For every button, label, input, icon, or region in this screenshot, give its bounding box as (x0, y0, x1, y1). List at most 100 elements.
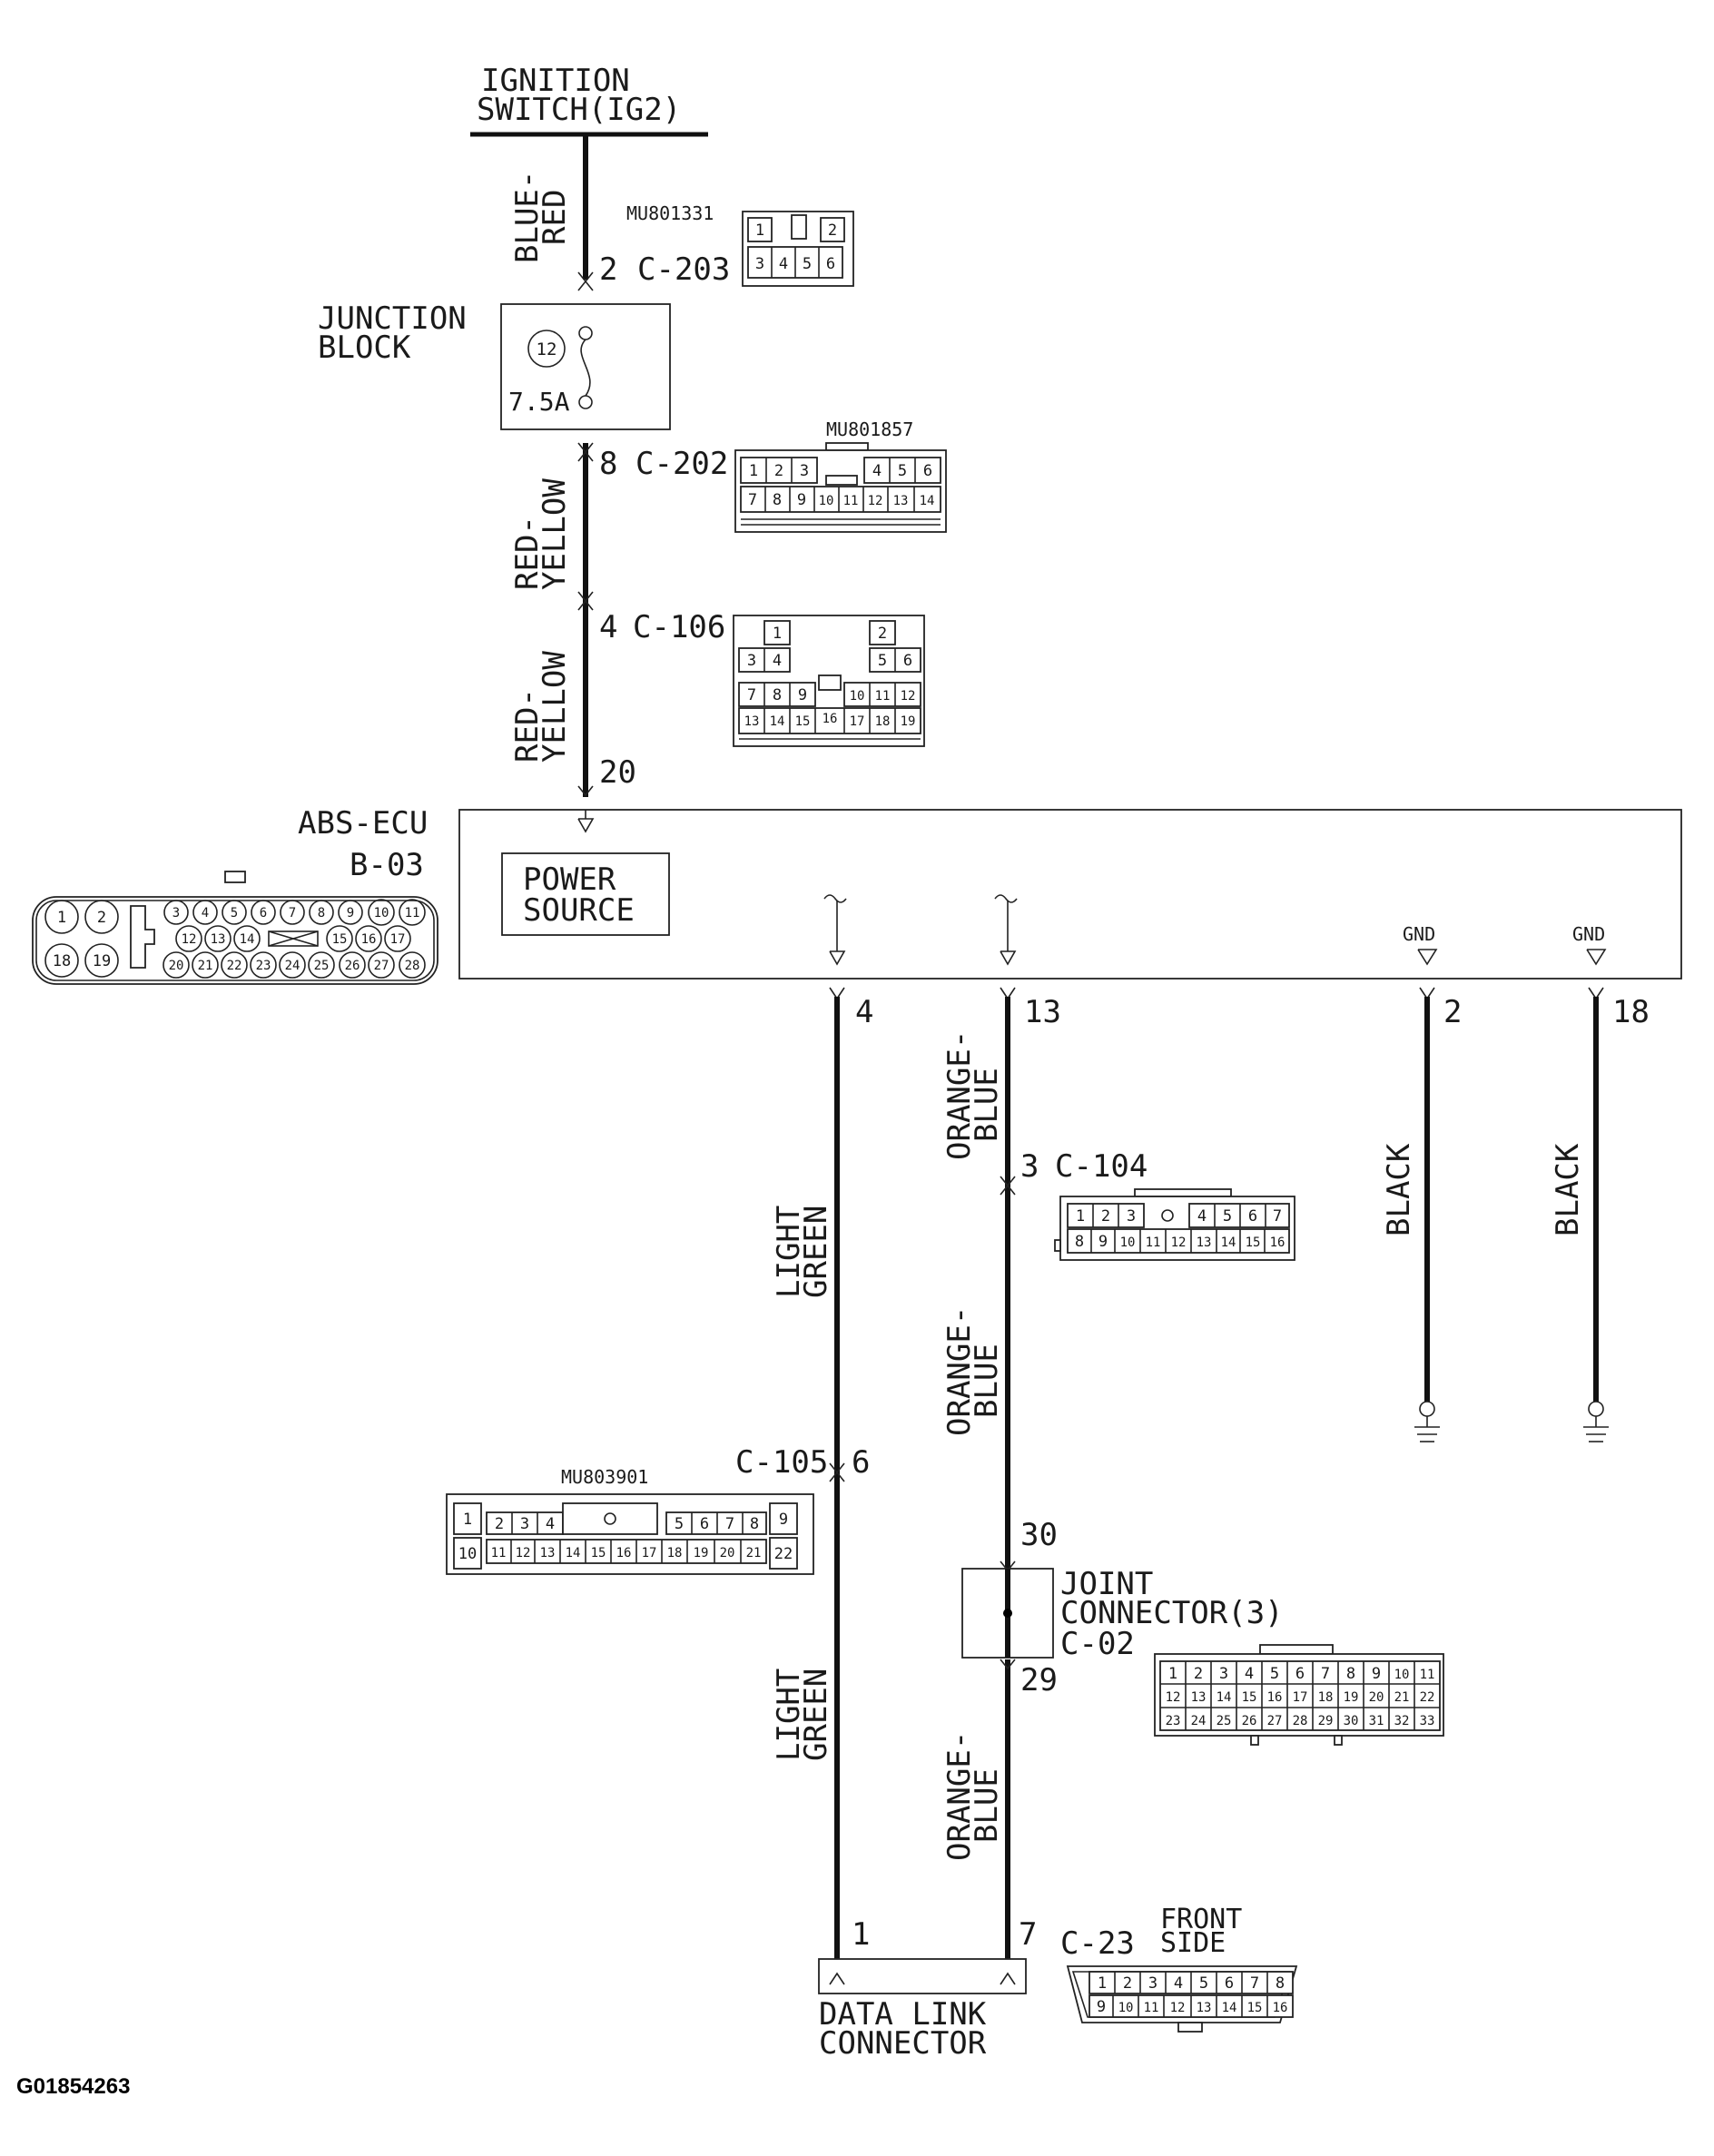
c104-id: C-104 (1055, 1148, 1148, 1185)
svg-text:15: 15 (591, 1546, 606, 1560)
power-wire (577, 134, 594, 797)
svg-text:3: 3 (172, 906, 180, 920)
c106-chevron (577, 591, 594, 611)
svg-text:4: 4 (202, 906, 209, 920)
svg-text:3: 3 (520, 1515, 529, 1533)
svg-text:27: 27 (1267, 1714, 1283, 1728)
svg-text:13: 13 (1197, 2001, 1212, 2015)
svg-text:24: 24 (1191, 1714, 1207, 1728)
joint-connector-c02: 30 JOINT CONNECTOR(3) C-02 29 1 2 3 4 5 … (961, 1517, 1444, 1746)
svg-text:12: 12 (1171, 1236, 1187, 1250)
svg-text:13: 13 (893, 494, 909, 508)
c203-pin: 2 (599, 251, 617, 288)
ecu-pin-gnd1: 2 (1443, 994, 1462, 1030)
c104-pin: 3 (1020, 1148, 1039, 1185)
ground-wire-1: 2 (1414, 987, 1462, 1442)
svg-text:28: 28 (1293, 1714, 1308, 1728)
wire-label-ob-4: BLUE (969, 1344, 1005, 1418)
svg-text:16: 16 (1270, 1236, 1286, 1250)
wire-label-lg-1: LIGHT (771, 1206, 807, 1298)
svg-text:12: 12 (868, 494, 883, 508)
svg-text:4: 4 (1245, 1665, 1254, 1683)
svg-text:10: 10 (374, 906, 389, 920)
svg-text:6: 6 (260, 906, 267, 920)
svg-text:19: 19 (901, 714, 916, 729)
c02-pin-out: 29 (1020, 1662, 1058, 1698)
svg-text:10: 10 (1120, 1236, 1136, 1250)
svg-text:24: 24 (285, 959, 300, 973)
svg-text:8: 8 (773, 491, 782, 509)
wire-label-ob-2: BLUE (969, 1068, 1005, 1142)
b03-row3-pins: 20 21 22 23 24 25 26 27 28 (163, 951, 426, 979)
connector-c104: 3 C-104 1 2 3 4 5 6 7 8 9 10 11 12 13 14… (1020, 1148, 1295, 1261)
svg-text:3: 3 (1127, 1207, 1136, 1226)
connector-c202: 8 C-202 MU801857 1 2 3 4 5 6 7 8 9 10 11 (599, 418, 947, 533)
svg-text:9: 9 (1097, 1998, 1106, 2016)
svg-text:9: 9 (1098, 1233, 1108, 1251)
c105-part-number: MU803901 (561, 1466, 648, 1488)
svg-text:3: 3 (747, 652, 756, 670)
svg-text:11: 11 (1144, 2001, 1159, 2015)
b03-row2-pins: 12 13 14 15 16 17 (175, 925, 411, 952)
svg-text:5: 5 (878, 652, 887, 670)
svg-text:14: 14 (1217, 1690, 1232, 1705)
junction-block: JUNCTION BLOCK 12 7.5A (318, 300, 671, 430)
c23-note-2: SIDE (1160, 1927, 1226, 1959)
svg-text:1: 1 (463, 1511, 472, 1529)
power-source-label-1: POWER (523, 861, 616, 898)
svg-text:33: 33 (1420, 1714, 1435, 1728)
svg-text:10: 10 (458, 1545, 477, 1563)
svg-text:11: 11 (491, 1546, 507, 1560)
ecu-connector-id: B-03 (350, 847, 424, 883)
svg-text:23: 23 (1166, 1714, 1181, 1728)
svg-text:5: 5 (1223, 1207, 1232, 1226)
svg-text:4: 4 (872, 462, 882, 480)
svg-text:7: 7 (1273, 1207, 1282, 1226)
svg-text:11: 11 (1146, 1236, 1161, 1250)
svg-text:15: 15 (1246, 1236, 1261, 1250)
c02-label-2: CONNECTOR(3) (1060, 1595, 1284, 1631)
svg-text:1: 1 (749, 462, 758, 480)
wire-label-red-yellow-3: RED- (509, 688, 546, 763)
svg-text:21: 21 (1394, 1690, 1410, 1705)
svg-text:13: 13 (1197, 1236, 1212, 1250)
ecu-pin-lg: 4 (855, 994, 873, 1030)
connector-c203: 2 C-203 MU801331 1 2 3 4 5 6 (599, 202, 854, 288)
svg-text:10: 10 (850, 689, 865, 704)
svg-text:12: 12 (516, 1546, 531, 1560)
wire-label-lg-4: GREEN (798, 1669, 834, 1761)
fuse-rating: 7.5A (508, 387, 570, 417)
wire-label-lg-2: GREEN (798, 1206, 834, 1298)
svg-text:7: 7 (725, 1515, 734, 1533)
svg-text:12: 12 (1170, 2001, 1186, 2015)
fuse-number-circle (527, 330, 566, 368)
svg-text:17: 17 (850, 714, 865, 729)
ground-wire-2: 18 (1583, 987, 1650, 1442)
svg-text:8: 8 (1075, 1233, 1084, 1251)
svg-text:10: 10 (819, 494, 834, 508)
svg-text:2: 2 (97, 909, 106, 927)
ecu-signal-lg (823, 894, 847, 966)
svg-text:31: 31 (1369, 1714, 1384, 1728)
svg-text:5: 5 (1199, 1974, 1208, 1993)
svg-text:8: 8 (1346, 1665, 1355, 1683)
svg-text:9: 9 (779, 1511, 788, 1529)
c203-id: C-203 (637, 251, 730, 288)
svg-text:11: 11 (875, 689, 891, 704)
svg-text:6: 6 (903, 652, 912, 670)
ecu-pin-ob: 13 (1024, 994, 1061, 1030)
dlc-pin-1: 1 (852, 1916, 870, 1953)
svg-text:7: 7 (289, 906, 296, 920)
b03-key (130, 905, 155, 969)
svg-text:6: 6 (700, 1515, 709, 1533)
svg-text:8: 8 (318, 906, 325, 920)
c202-pin: 8 (599, 446, 617, 482)
svg-text:32: 32 (1394, 1714, 1410, 1728)
svg-text:16: 16 (361, 932, 377, 947)
ground-terminal-2 (1588, 1401, 1604, 1417)
svg-text:18: 18 (875, 714, 891, 729)
svg-text:19: 19 (1344, 1690, 1359, 1705)
junction-label-2: BLOCK (318, 330, 411, 366)
svg-text:17: 17 (390, 932, 406, 947)
